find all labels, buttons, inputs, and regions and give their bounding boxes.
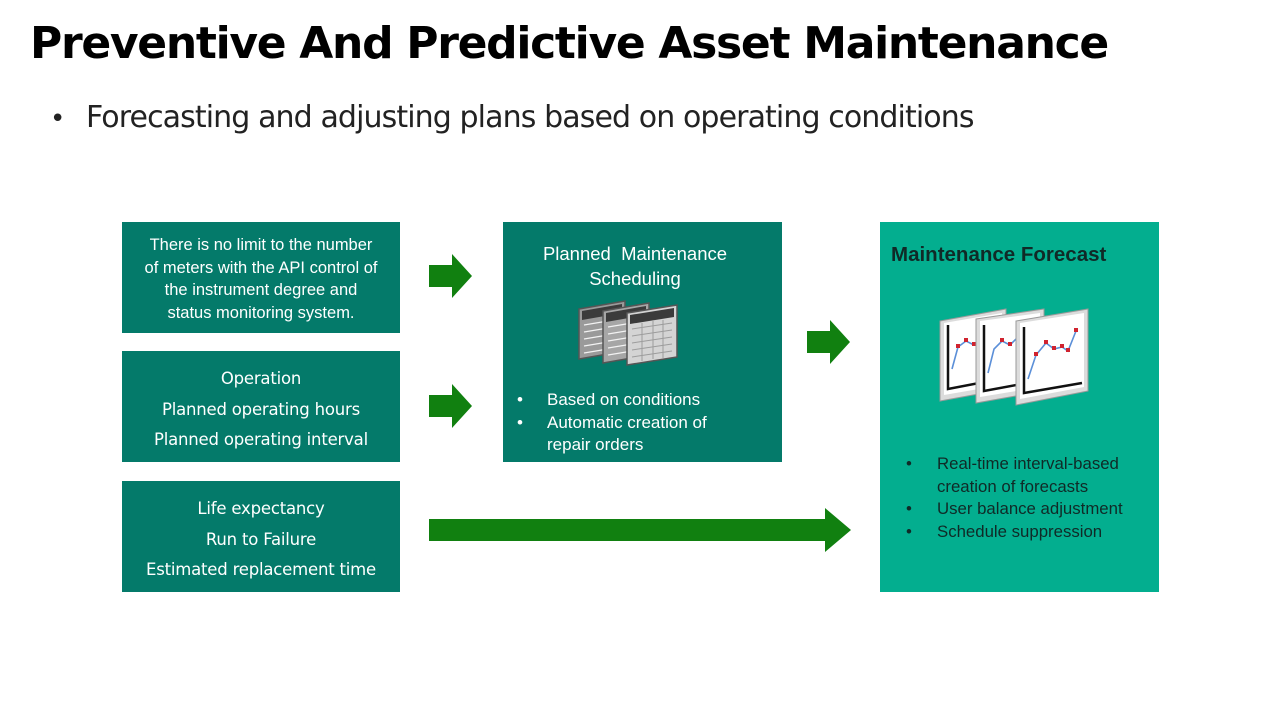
forecast-bullet-list: Real-time interval-based creation of for… bbox=[901, 453, 1147, 543]
list-item: Real-time interval-based creation of for… bbox=[901, 453, 1147, 498]
schedule-tables-icon bbox=[573, 299, 683, 367]
arrow-right-icon bbox=[807, 320, 850, 364]
page-title: Preventive And Predictive Asset Maintena… bbox=[30, 18, 1109, 69]
operation-box-line: Planned operating hours bbox=[161, 399, 361, 419]
list-item: Automatic creation of repair orders bbox=[513, 412, 747, 457]
subtitle-bullet-line: • Forecasting and adjusting plans based o… bbox=[50, 100, 974, 135]
planned-bullet-list: Based on conditions Automatic creation o… bbox=[513, 389, 747, 457]
list-item: Based on conditions bbox=[513, 389, 747, 412]
maintenance-forecast-title: Maintenance Forecast bbox=[891, 243, 1107, 266]
list-item: User balance adjustment bbox=[901, 498, 1147, 521]
long-arrow-right-icon bbox=[429, 508, 851, 552]
life-expectancy-box: Life expectancy Run to Failure Estimated… bbox=[122, 481, 400, 592]
life-box-line: Estimated replacement time bbox=[145, 560, 377, 579]
api-box-line: There is no limit to the number bbox=[149, 236, 373, 254]
planned-maintenance-title: Planned Maintenance Scheduling bbox=[503, 241, 767, 291]
api-box-line: status monitoring system. bbox=[167, 303, 355, 322]
api-box-line: the instrument degree and bbox=[164, 281, 358, 299]
life-box-line: Run to Failure bbox=[205, 529, 317, 549]
arrow-right-icon bbox=[429, 384, 472, 428]
api-meters-box: There is no limit to the number of meter… bbox=[122, 222, 400, 333]
api-box-line: of meters with the API control of bbox=[144, 258, 378, 277]
operation-box-line: Planned operating interval bbox=[154, 430, 368, 449]
life-box-line: Life expectancy bbox=[197, 499, 325, 518]
planned-maintenance-box: Planned Maintenance Scheduling bbox=[503, 222, 782, 462]
subtitle-text: Forecasting and adjusting plans based on… bbox=[86, 100, 974, 135]
operation-box: Operation Planned operating hours Planne… bbox=[122, 351, 400, 462]
arrow-right-icon bbox=[429, 254, 472, 298]
maintenance-forecast-box: Maintenance Forecast bbox=[880, 222, 1159, 592]
bullet-marker: • bbox=[50, 104, 65, 134]
planned-title-line: Scheduling bbox=[589, 268, 681, 289]
planned-title-line: Planned Maintenance bbox=[542, 243, 728, 264]
list-item: Schedule suppression bbox=[901, 521, 1147, 544]
trend-charts-icon bbox=[938, 307, 1090, 407]
operation-box-line: Operation bbox=[220, 369, 302, 388]
